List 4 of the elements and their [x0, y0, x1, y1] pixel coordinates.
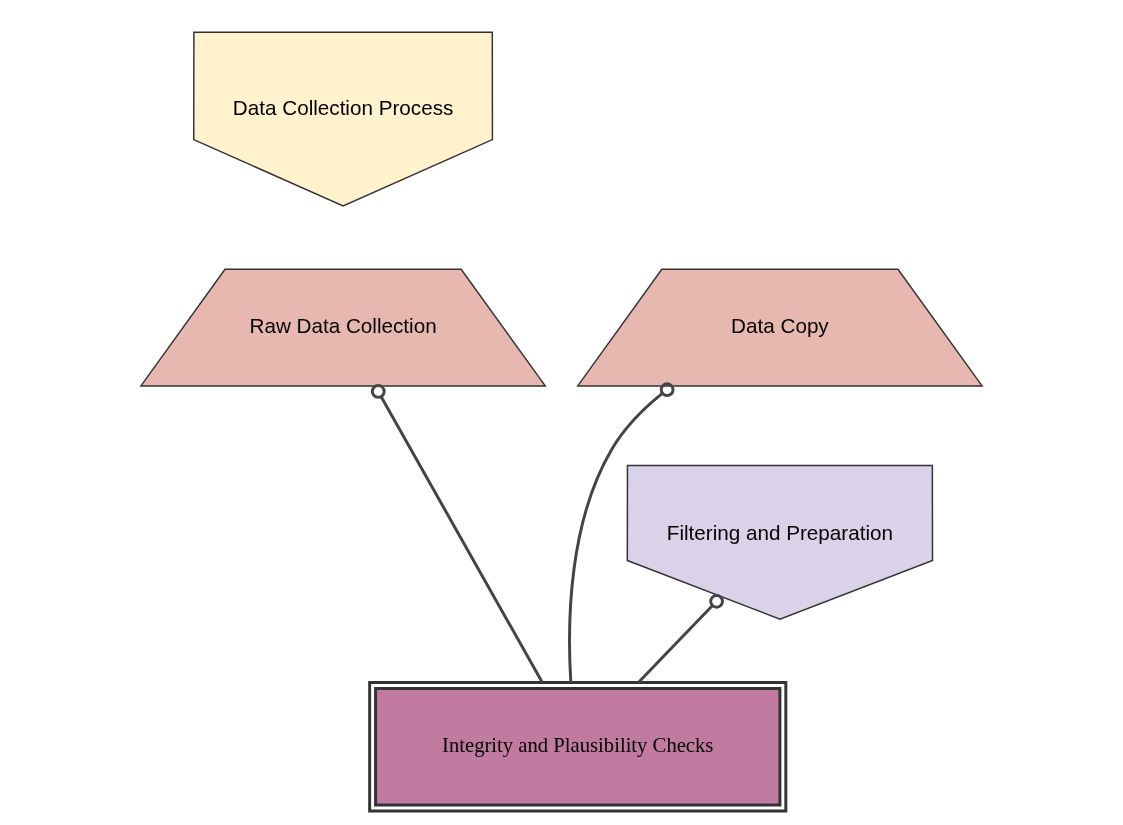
connector — [568, 382, 675, 683]
node-box: Integrity and Plausibility Checks — [368, 681, 788, 813]
connector — [370, 384, 544, 684]
connector — [637, 594, 724, 684]
